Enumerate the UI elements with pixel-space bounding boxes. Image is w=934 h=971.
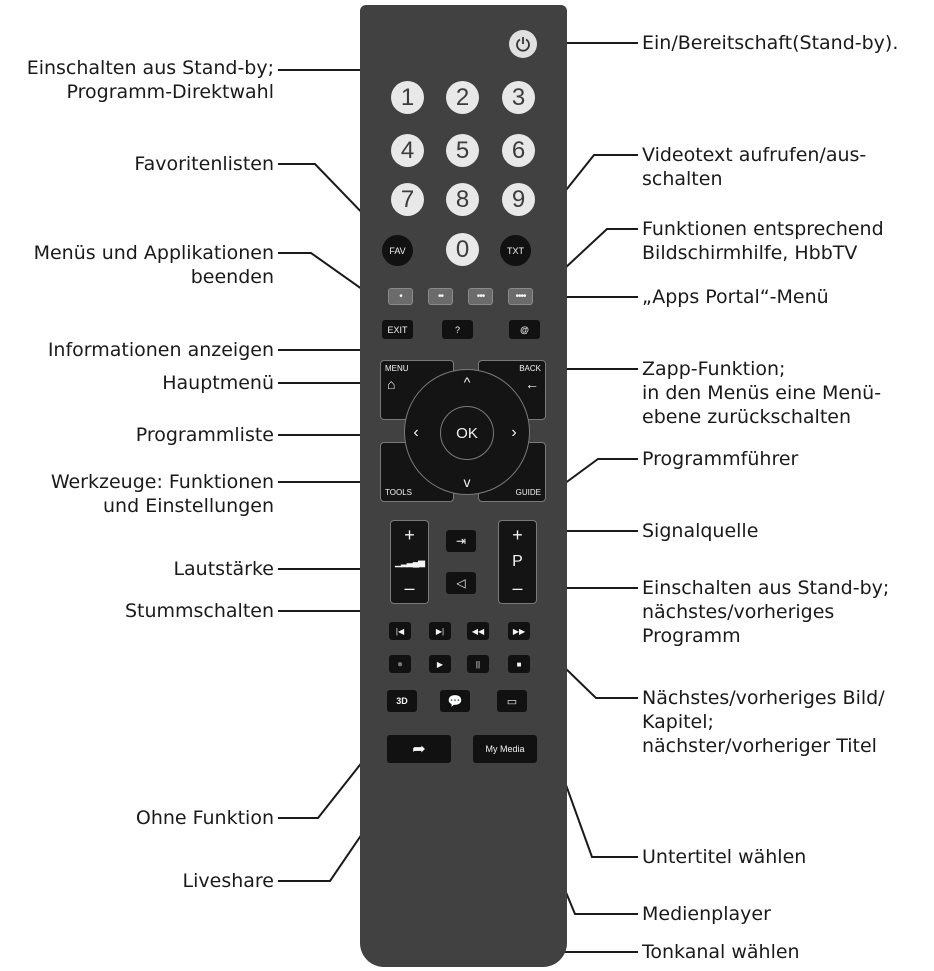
source-icon: ⇥ <box>455 534 467 548</box>
label-apps-portal: „Apps Portal“-Menü <box>642 286 829 308</box>
label-media-player: Medienplayer <box>642 903 771 925</box>
label-favorites: Favoritenlisten <box>134 153 274 175</box>
label-mute: Stummschalten <box>124 600 274 622</box>
exit-button[interactable]: EXIT <box>382 320 413 339</box>
label-standby-direct: Einschalten aus Stand-by;Programm-Direkt… <box>26 57 274 103</box>
audio-channel-button[interactable]: 💬 <box>440 690 470 712</box>
stop-button[interactable]: ■ <box>508 655 530 673</box>
digit-8-button[interactable]: 8 <box>446 183 479 216</box>
pause-button[interactable]: || <box>467 655 489 673</box>
color-button-1[interactable]: • <box>388 288 413 305</box>
label-liveshare: Liveshare <box>182 870 274 892</box>
mute-icon: ◁ <box>456 576 466 590</box>
volume-plus-label: + <box>404 525 415 545</box>
label-teletext: Videotext aufrufen/aus-schalten <box>642 144 867 190</box>
digit-0-button[interactable]: 0 <box>446 233 479 266</box>
3d-button[interactable]: 3D <box>387 690 417 712</box>
program-minus-label: – <box>512 578 523 598</box>
back-arrow-icon: ← <box>525 376 539 392</box>
liveshare-icon: ➦ <box>412 741 426 758</box>
label-program-list: Programmliste <box>135 424 274 446</box>
tools-label: TOOLS <box>385 488 412 497</box>
my-media-button[interactable]: My Media <box>473 735 537 763</box>
home-icon: ⌂ <box>387 376 396 392</box>
digit-1-button[interactable]: 1 <box>391 81 424 114</box>
ok-button[interactable]: OK <box>440 406 494 460</box>
mute-button[interactable]: ◁ <box>446 572 476 594</box>
dpad-down-button[interactable]: v <box>463 474 471 490</box>
label-program-updown: Einschalten aus Stand-by;nächstes/vorher… <box>642 577 890 647</box>
color-button-3[interactable]: ••• <box>468 288 493 305</box>
digit-6-button[interactable]: 6 <box>502 134 535 167</box>
subtitle-icon: ▭ <box>506 695 518 708</box>
dpad-left-button[interactable]: ‹ <box>413 424 419 441</box>
label-no-function: Ohne Funktion <box>135 807 274 829</box>
rewind-button[interactable]: ◀◀ <box>467 622 489 640</box>
color-button-2[interactable]: •• <box>428 288 453 305</box>
color-button-4[interactable]: •••• <box>508 288 533 305</box>
label-subtitles: Untertitel wählen <box>642 846 807 868</box>
dpad-up-button[interactable]: ^ <box>463 374 471 390</box>
label-source: Signalquelle <box>642 520 759 542</box>
subtitle-button[interactable]: ▭ <box>497 690 527 712</box>
play-button[interactable]: ▶ <box>429 655 451 673</box>
program-plus-label: + <box>512 525 523 545</box>
label-zapp: Zapp-Funktion;in den Menüs eine Menü-ebe… <box>642 358 882 428</box>
digit-5-button[interactable]: 5 <box>446 134 479 167</box>
label-volume: Lautstärke <box>173 558 274 580</box>
liveshare-button[interactable]: ➦ <box>387 735 451 763</box>
digit-3-button[interactable]: 3 <box>502 81 535 114</box>
skip-back-button[interactable]: |◀ <box>389 622 411 640</box>
power-button[interactable] <box>509 30 537 58</box>
program-p-label: P <box>512 553 523 570</box>
skip-forward-button[interactable]: ▶| <box>429 622 451 640</box>
label-audio-channel: Tonkanal wählen <box>642 941 800 963</box>
dpad-right-button[interactable]: › <box>511 424 517 441</box>
record-button[interactable]: ● <box>389 655 411 673</box>
digit-9-button[interactable]: 9 <box>502 183 535 216</box>
volume-minus-label: – <box>404 578 415 598</box>
source-button[interactable]: ⇥ <box>446 530 476 552</box>
label-media-nav: Nächstes/vorheriges Bild/Kapitel;nächste… <box>642 687 885 757</box>
digit-7-button[interactable]: 7 <box>391 183 424 216</box>
apps-button[interactable]: @ <box>509 320 540 339</box>
power-icon <box>516 37 530 52</box>
fav-button[interactable]: FAV <box>382 235 413 266</box>
speech-bubble-icon: 💬 <box>447 694 463 708</box>
info-button[interactable]: ? <box>442 320 473 339</box>
label-info: Informationen anzeigen <box>47 339 274 361</box>
digit-2-button[interactable]: 2 <box>446 81 479 114</box>
digit-4-button[interactable]: 4 <box>391 134 424 167</box>
volume-rocker[interactable]: + ▁▂▃▄▅ – <box>390 520 429 604</box>
fast-forward-button[interactable]: ▶▶ <box>508 622 530 640</box>
back-label: BACK <box>519 364 541 373</box>
menu-label: MENU <box>385 364 409 373</box>
label-power: Ein/Bereitschaft(Stand-by). <box>642 32 899 54</box>
volume-bars-icon: ▁▂▃▄▅ <box>394 556 425 567</box>
label-main-menu: Hauptmenü <box>162 372 274 394</box>
program-rocker[interactable]: + P – <box>498 520 537 604</box>
label-epg: Programmführer <box>642 448 799 470</box>
txt-button[interactable]: TXT <box>500 235 531 266</box>
guide-label: GUIDE <box>515 488 541 497</box>
